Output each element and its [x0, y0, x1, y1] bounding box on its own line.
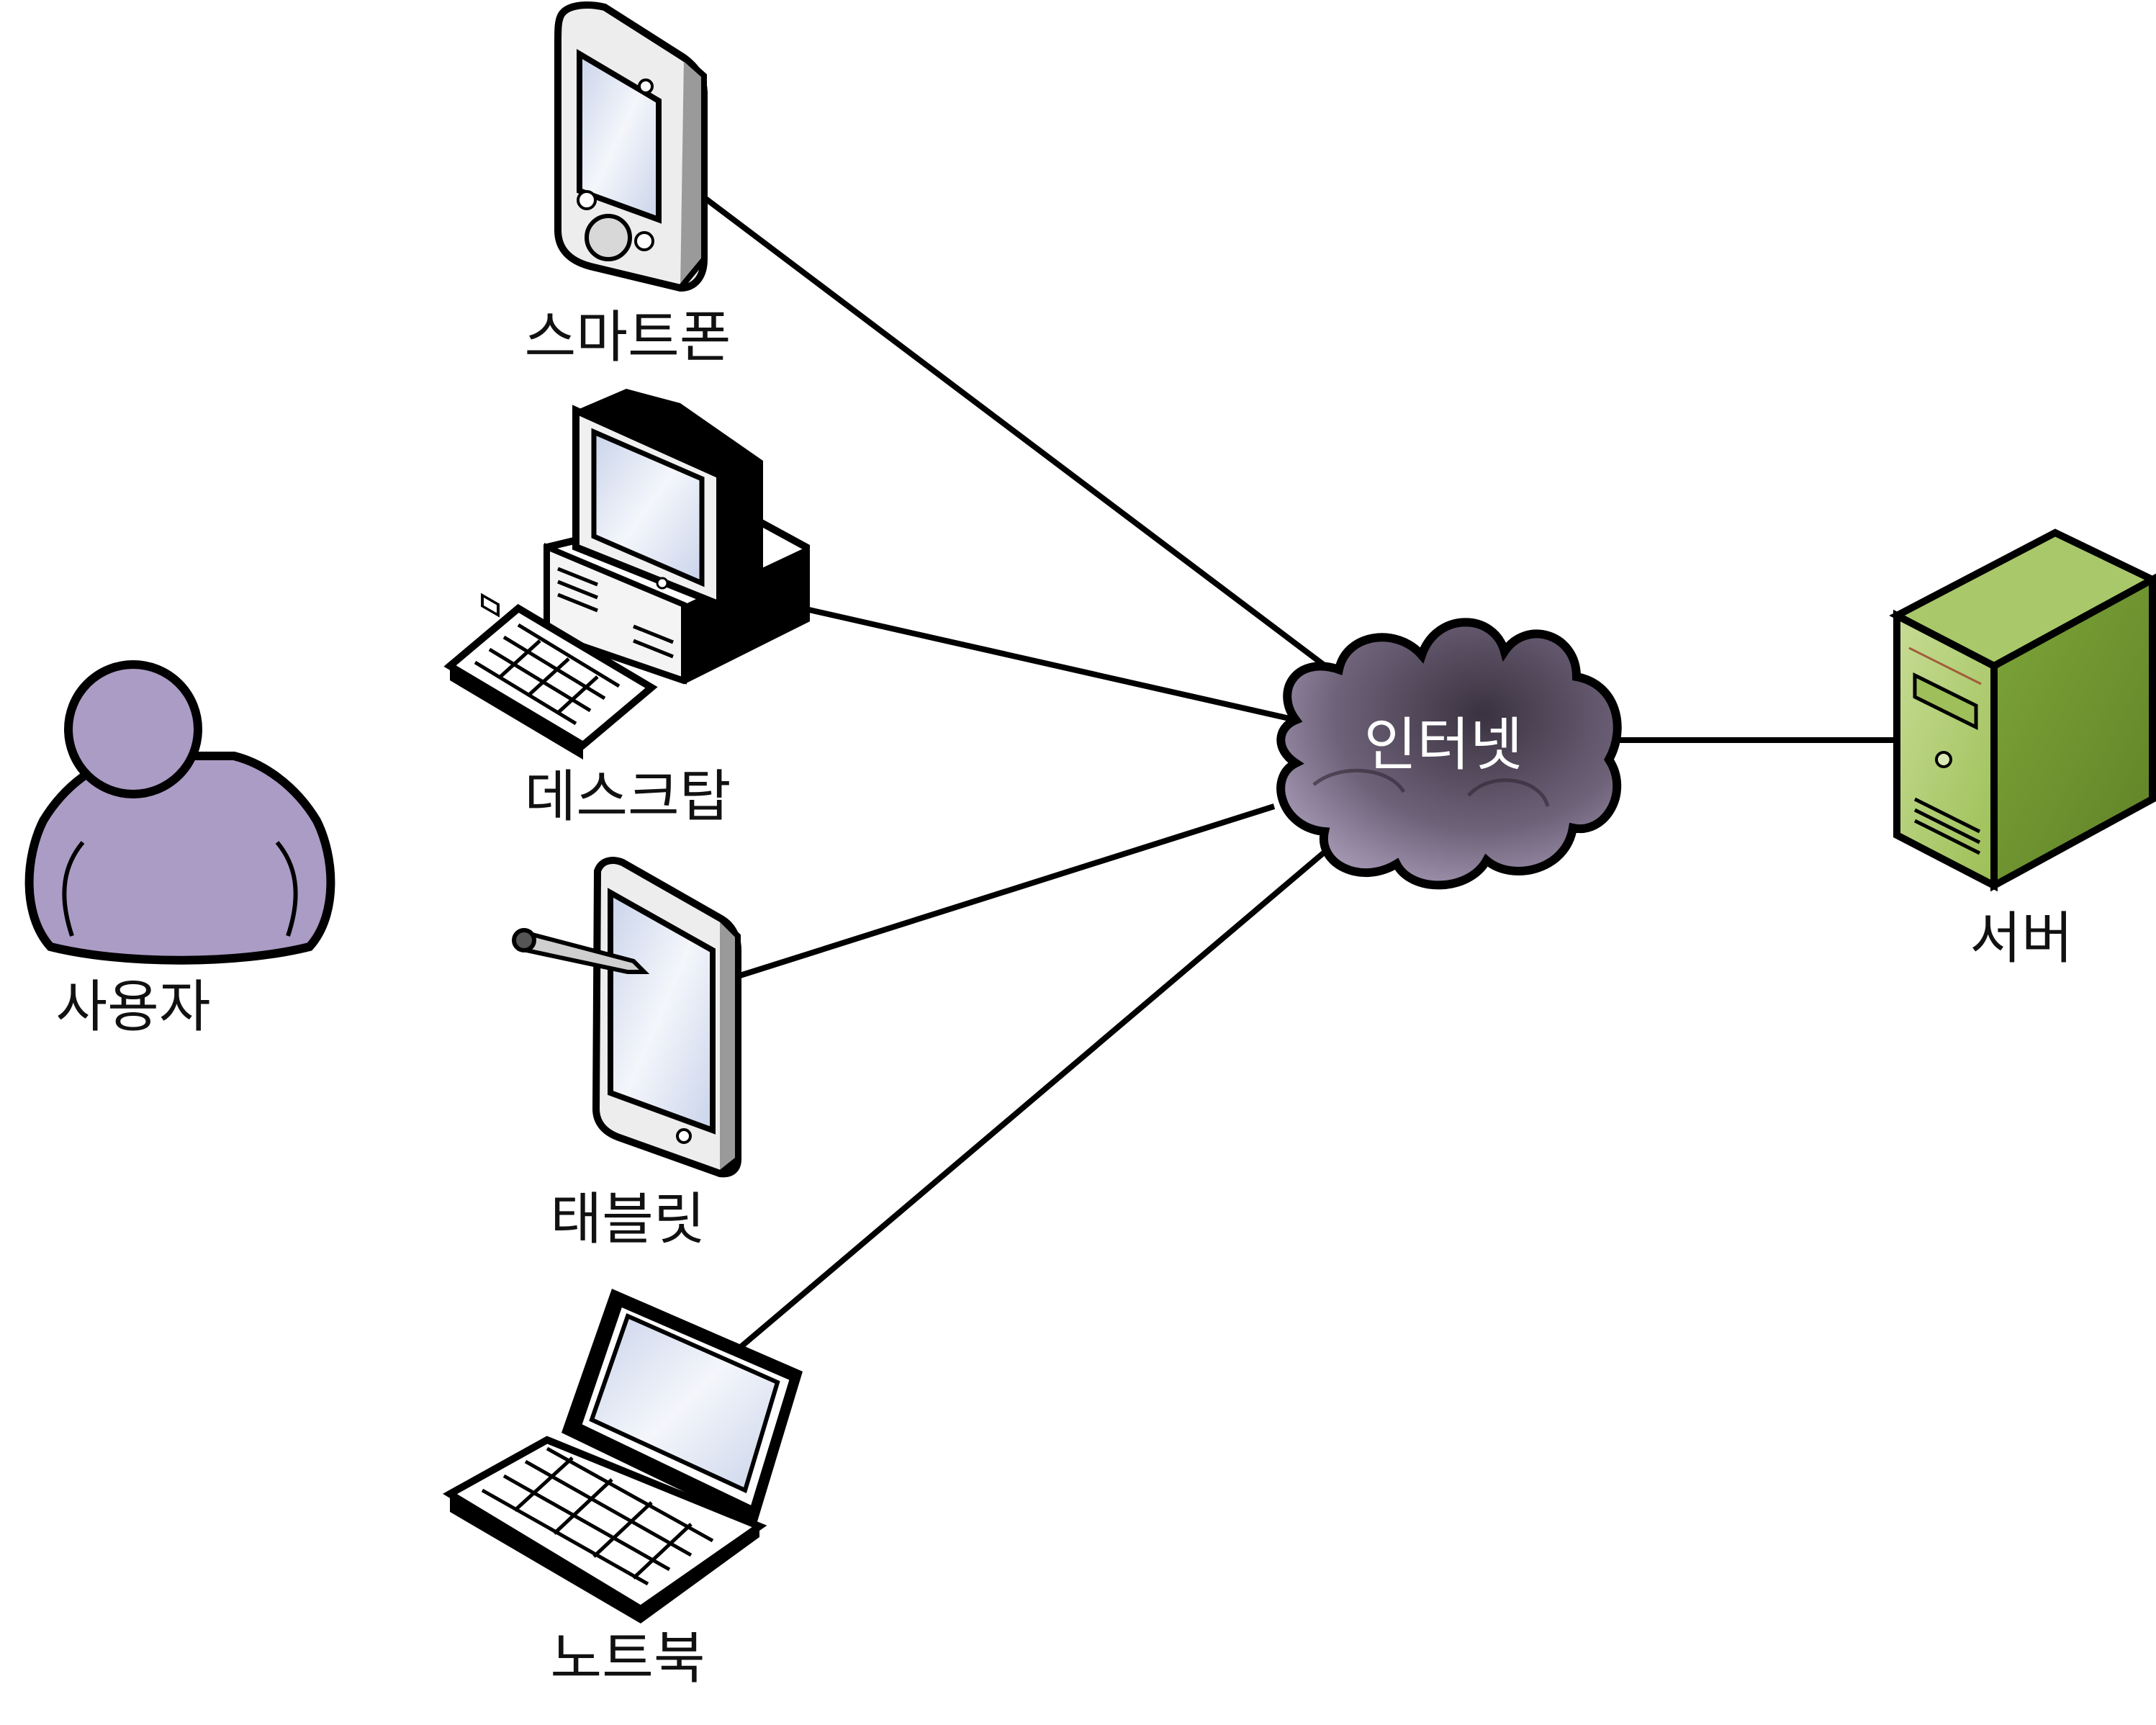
laptop-icon: [443, 1289, 803, 1623]
smartphone-icon: [554, 1, 708, 292]
tablet-label: 태블릿: [550, 1187, 705, 1252]
notebook-label: 노트북: [550, 1626, 705, 1691]
user-label: 사용자: [55, 975, 211, 1040]
smartphone-label: 스마트폰: [524, 305, 731, 370]
server-tower-icon: [1889, 528, 2156, 892]
internet-label: 인터넷: [1363, 711, 1523, 778]
cloud-icon: [1276, 618, 1622, 890]
user-icon: [24, 660, 335, 965]
edge-notebook-internet: [739, 843, 1334, 1349]
edge-smartphone-internet: [700, 193, 1363, 695]
desktop-computer-icon: [443, 389, 810, 760]
server-label: 서버: [1970, 906, 2073, 971]
edge-desktop-internet: [802, 605, 1296, 723]
edge-tablet-internet: [739, 803, 1276, 978]
connectors: [700, 193, 1897, 1349]
desktop-label: 데스크탑: [524, 765, 731, 829]
tablet-with-stylus-icon: [512, 857, 741, 1178]
